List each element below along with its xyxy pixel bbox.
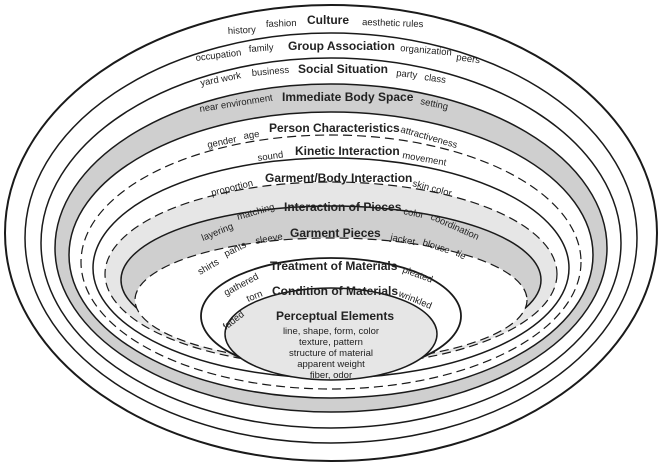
person-characteristics-title: Person Characteristics bbox=[269, 121, 400, 135]
perceptual-elements-title: Perceptual Elements bbox=[276, 309, 394, 323]
kinetic-interaction-title: Kinetic Interaction bbox=[295, 144, 400, 158]
social-situation-title: Social Situation bbox=[298, 62, 388, 76]
culture-word-fashion: fashion bbox=[266, 18, 297, 30]
ring-perceptual-elements bbox=[224, 287, 438, 381]
group-association-title: Group Association bbox=[288, 39, 395, 53]
center-line-3: structure of material bbox=[289, 348, 373, 359]
social-word-business: business bbox=[251, 65, 290, 79]
group-word-peers: peers bbox=[456, 52, 481, 66]
center-line-4: apparent weight bbox=[297, 359, 365, 370]
garment-word-tie: tie bbox=[454, 248, 468, 262]
kinetic-word-sound: sound bbox=[257, 149, 284, 163]
pieces-word-color: color bbox=[402, 206, 424, 221]
social-word-party: party bbox=[396, 68, 418, 81]
person-word-age: age bbox=[243, 129, 260, 142]
interaction-of-pieces-title: Interaction of Pieces bbox=[284, 200, 402, 214]
group-word-organization: organization bbox=[400, 43, 453, 58]
group-word-family: family bbox=[248, 42, 274, 55]
immediate-body-space-title: Immediate Body Space bbox=[282, 90, 414, 104]
center-line-1: line, shape, form, color bbox=[283, 326, 379, 337]
garment-pieces-title: Garment Pieces bbox=[290, 226, 381, 240]
culture-title: Culture bbox=[307, 13, 349, 27]
condition-of-materials-title: Condition of Materials bbox=[272, 284, 398, 298]
garment-word-sleeve: sleeve bbox=[255, 231, 284, 247]
culture-word-history: history bbox=[228, 25, 257, 37]
culture-word-aesthetic-rules: aesthetic rules bbox=[362, 17, 424, 30]
treatment-of-materials-title: Treatment of Materials bbox=[270, 259, 398, 273]
garment-word-jacket: jacket bbox=[388, 232, 416, 248]
center-line-5: fiber, odor bbox=[310, 370, 352, 381]
center-line-2: texture, pattern bbox=[299, 337, 363, 348]
garment-body-interaction-title: Garment/Body Interaction bbox=[265, 171, 412, 185]
social-word-class: class bbox=[424, 72, 447, 86]
